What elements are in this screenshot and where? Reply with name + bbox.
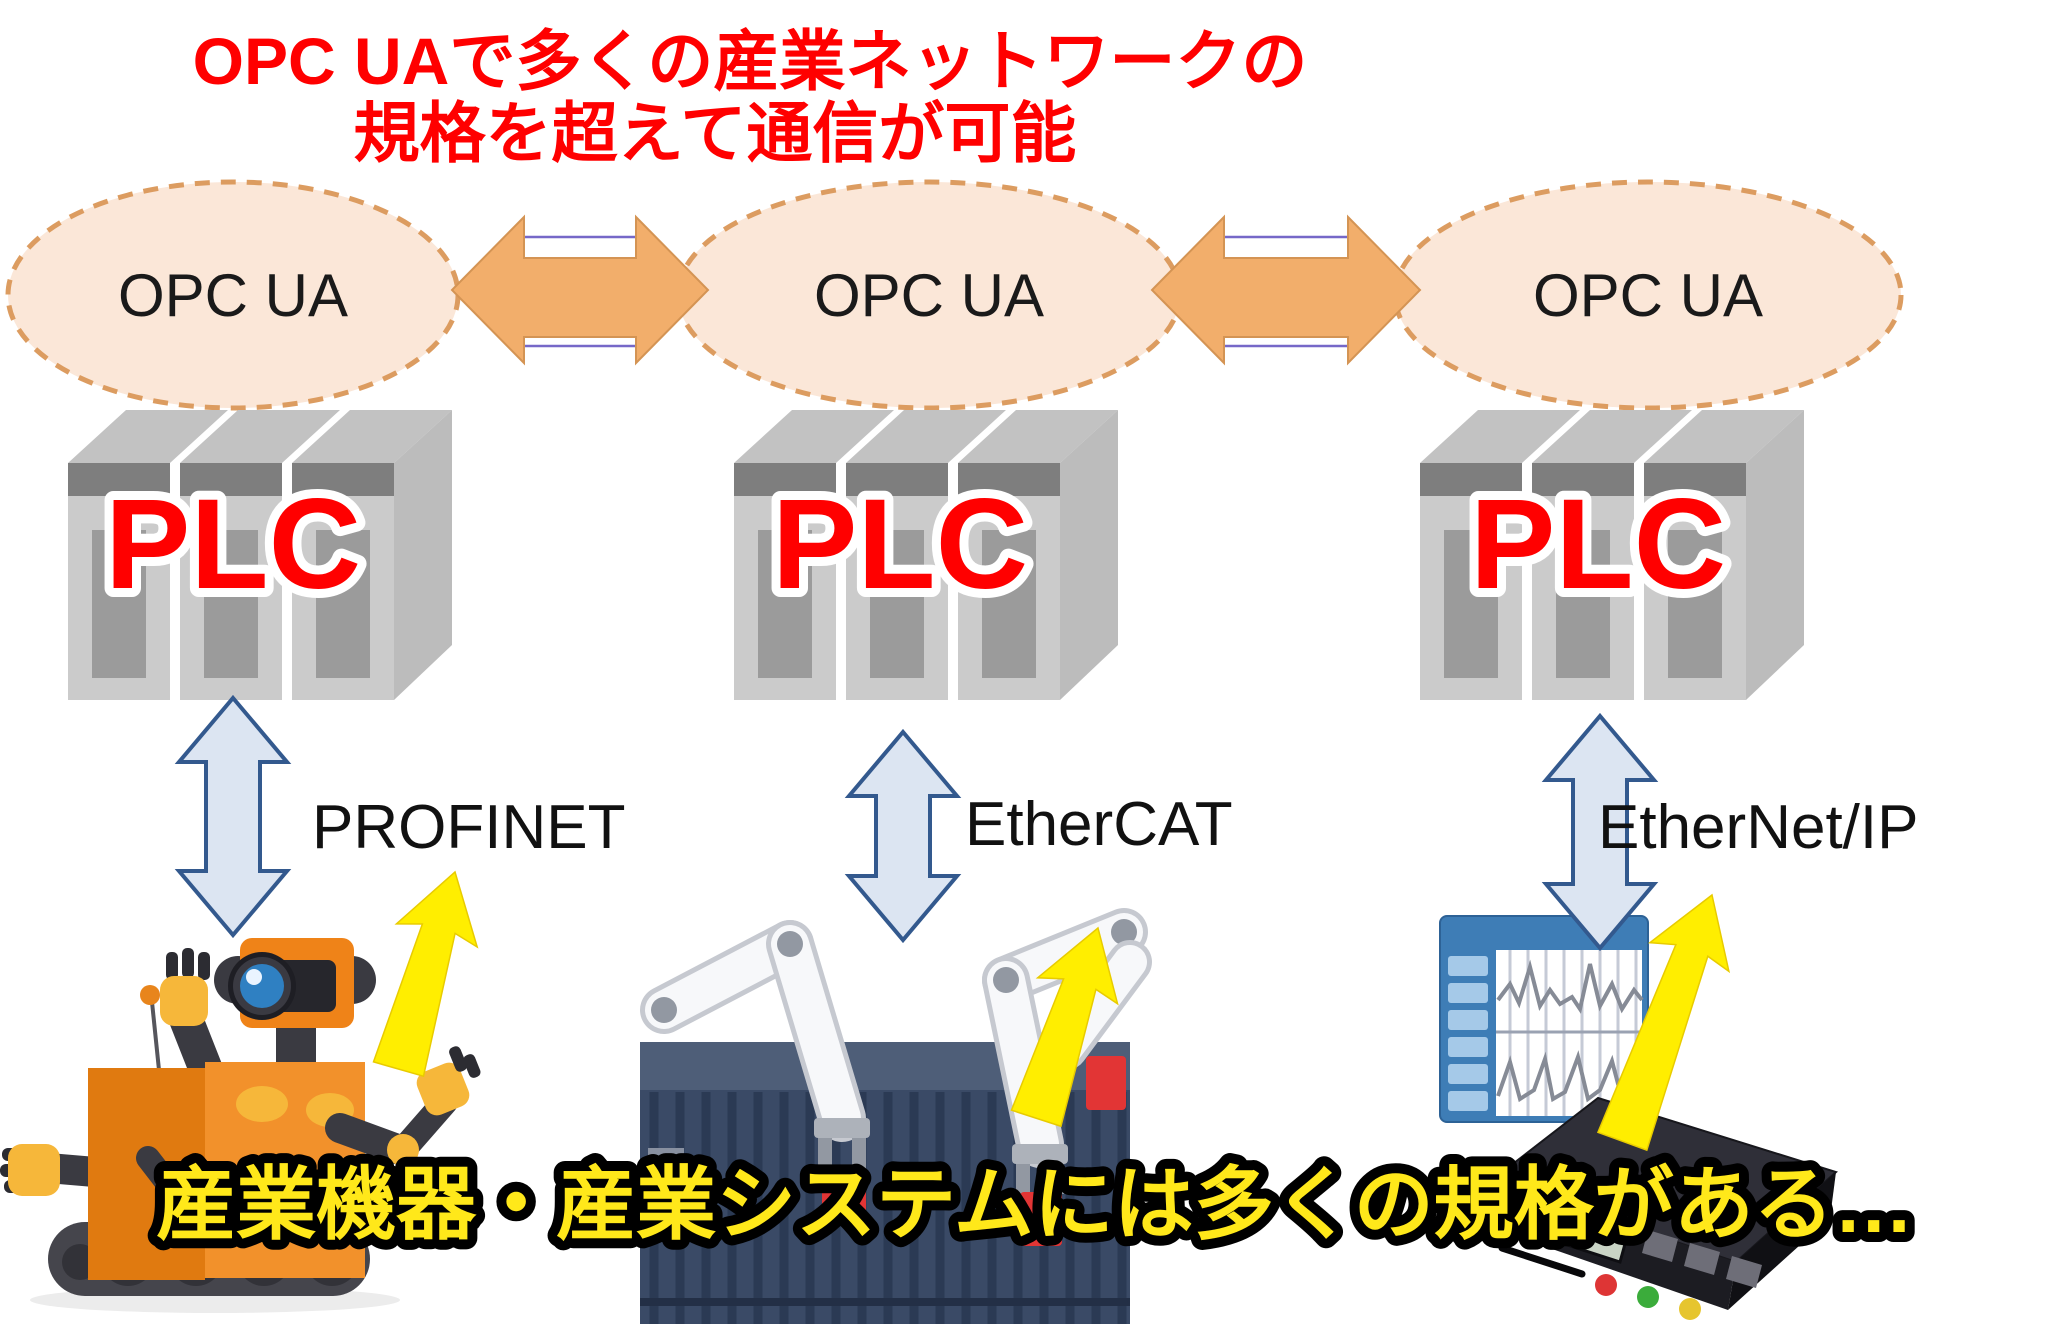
- highlight-arrow-1: [372, 870, 479, 1078]
- arm-joint: [1111, 919, 1137, 945]
- plc-side-face: [1060, 410, 1118, 700]
- plc-top-face: [68, 410, 228, 463]
- logger-gray-button: [1642, 1230, 1678, 1262]
- robot-body-cap: [236, 1086, 288, 1122]
- arm-joint: [993, 967, 1019, 993]
- plc-unit-1: PLC: [68, 410, 452, 700]
- industrial-robot-illustration: [0, 938, 481, 1313]
- chart-side-buttons: [1448, 956, 1488, 1111]
- plc-device-arrow-3: [1541, 712, 1659, 952]
- robot-antenna-tip: [140, 985, 160, 1005]
- factory-robot-arms-illustration: [640, 908, 1152, 1324]
- plc-top-face: [734, 410, 894, 463]
- plc-label-1: PLC: [105, 473, 361, 616]
- title-line-1: OPC UAで多くの産業ネットワークの: [193, 24, 1308, 98]
- double-arrow-icon: [450, 214, 710, 366]
- network-label-profinet: PROFINET: [312, 793, 625, 862]
- arm-gripper: [814, 1118, 870, 1138]
- opc-node-1: OPC UA: [5, 179, 461, 411]
- opc-ua-label-1: OPC UA: [118, 262, 348, 329]
- red-workpiece: [1086, 1056, 1126, 1110]
- highlight-arrow-2: [1010, 926, 1119, 1128]
- red-workpiece: [822, 1168, 866, 1224]
- plc-device-arrow-2: [844, 728, 962, 944]
- highlight-arrow-3: [1596, 893, 1731, 1152]
- robot-elbow-pad: [387, 1134, 419, 1166]
- logger-gray-button: [1726, 1256, 1762, 1288]
- plc-side-face: [1746, 410, 1804, 700]
- network-label-ethernetip: EtherNet/IP: [1598, 793, 1918, 862]
- title: OPC UAで多くの産業ネットワークの 規格を超えて通信が可能: [185, 16, 1316, 178]
- opc-ellipse-3: [1392, 179, 1904, 411]
- red-workpiece: [1020, 1192, 1062, 1246]
- plc-side-face: [394, 410, 452, 700]
- title-line-2: 規格を超えて通信が可能: [354, 96, 1077, 170]
- plc-label-2: PLC: [772, 473, 1028, 616]
- plc-top-face: [1420, 410, 1580, 463]
- robot-glove-right: [416, 1062, 470, 1116]
- logger-yellow-button: [1679, 1298, 1701, 1320]
- robot-glove-raised: [160, 976, 208, 1026]
- logger-green-button: [1637, 1286, 1659, 1308]
- opc-ua-label-3: OPC UA: [1533, 262, 1763, 329]
- network-label-ethercat: EtherCAT: [965, 790, 1233, 859]
- logger-gray-button: [1684, 1243, 1720, 1275]
- waveform-top: [1496, 959, 1644, 1015]
- opc-node-2: OPC UA: [675, 179, 1183, 411]
- robot-glove-left: [8, 1144, 60, 1196]
- logger-red-button: [1595, 1274, 1617, 1296]
- plc-device-arrow-1: [174, 694, 292, 939]
- trend-recorder-chart-illustration: [1439, 915, 1649, 1123]
- opc-link-arrow-1: [450, 214, 710, 366]
- conveyor-junction-box: [648, 1148, 684, 1178]
- plc-unit-2: PLC: [734, 410, 1118, 700]
- arm-joint: [777, 931, 803, 957]
- opc-link-arrow-2: [1150, 214, 1422, 366]
- plc-unit-3: PLC: [1420, 410, 1804, 700]
- robot-antenna: [150, 1001, 161, 1071]
- opc-ua-label-2: OPC UA: [814, 262, 1044, 329]
- plc-label-3: PLC: [1470, 473, 1726, 616]
- double-arrow-icon: [1150, 214, 1422, 366]
- robot-arm-1: [640, 920, 870, 1224]
- logger-media-slot: [1498, 1244, 1586, 1278]
- arm-gripper: [1012, 1144, 1068, 1164]
- caption: 産業機器・産業システムには多くの規格がある…: [156, 1160, 1914, 1249]
- robot-camera-lens: [240, 964, 284, 1008]
- opc-node-3: OPC UA: [1392, 179, 1904, 411]
- data-logger-illustration: [1486, 1096, 1838, 1320]
- arm-joint: [651, 997, 677, 1023]
